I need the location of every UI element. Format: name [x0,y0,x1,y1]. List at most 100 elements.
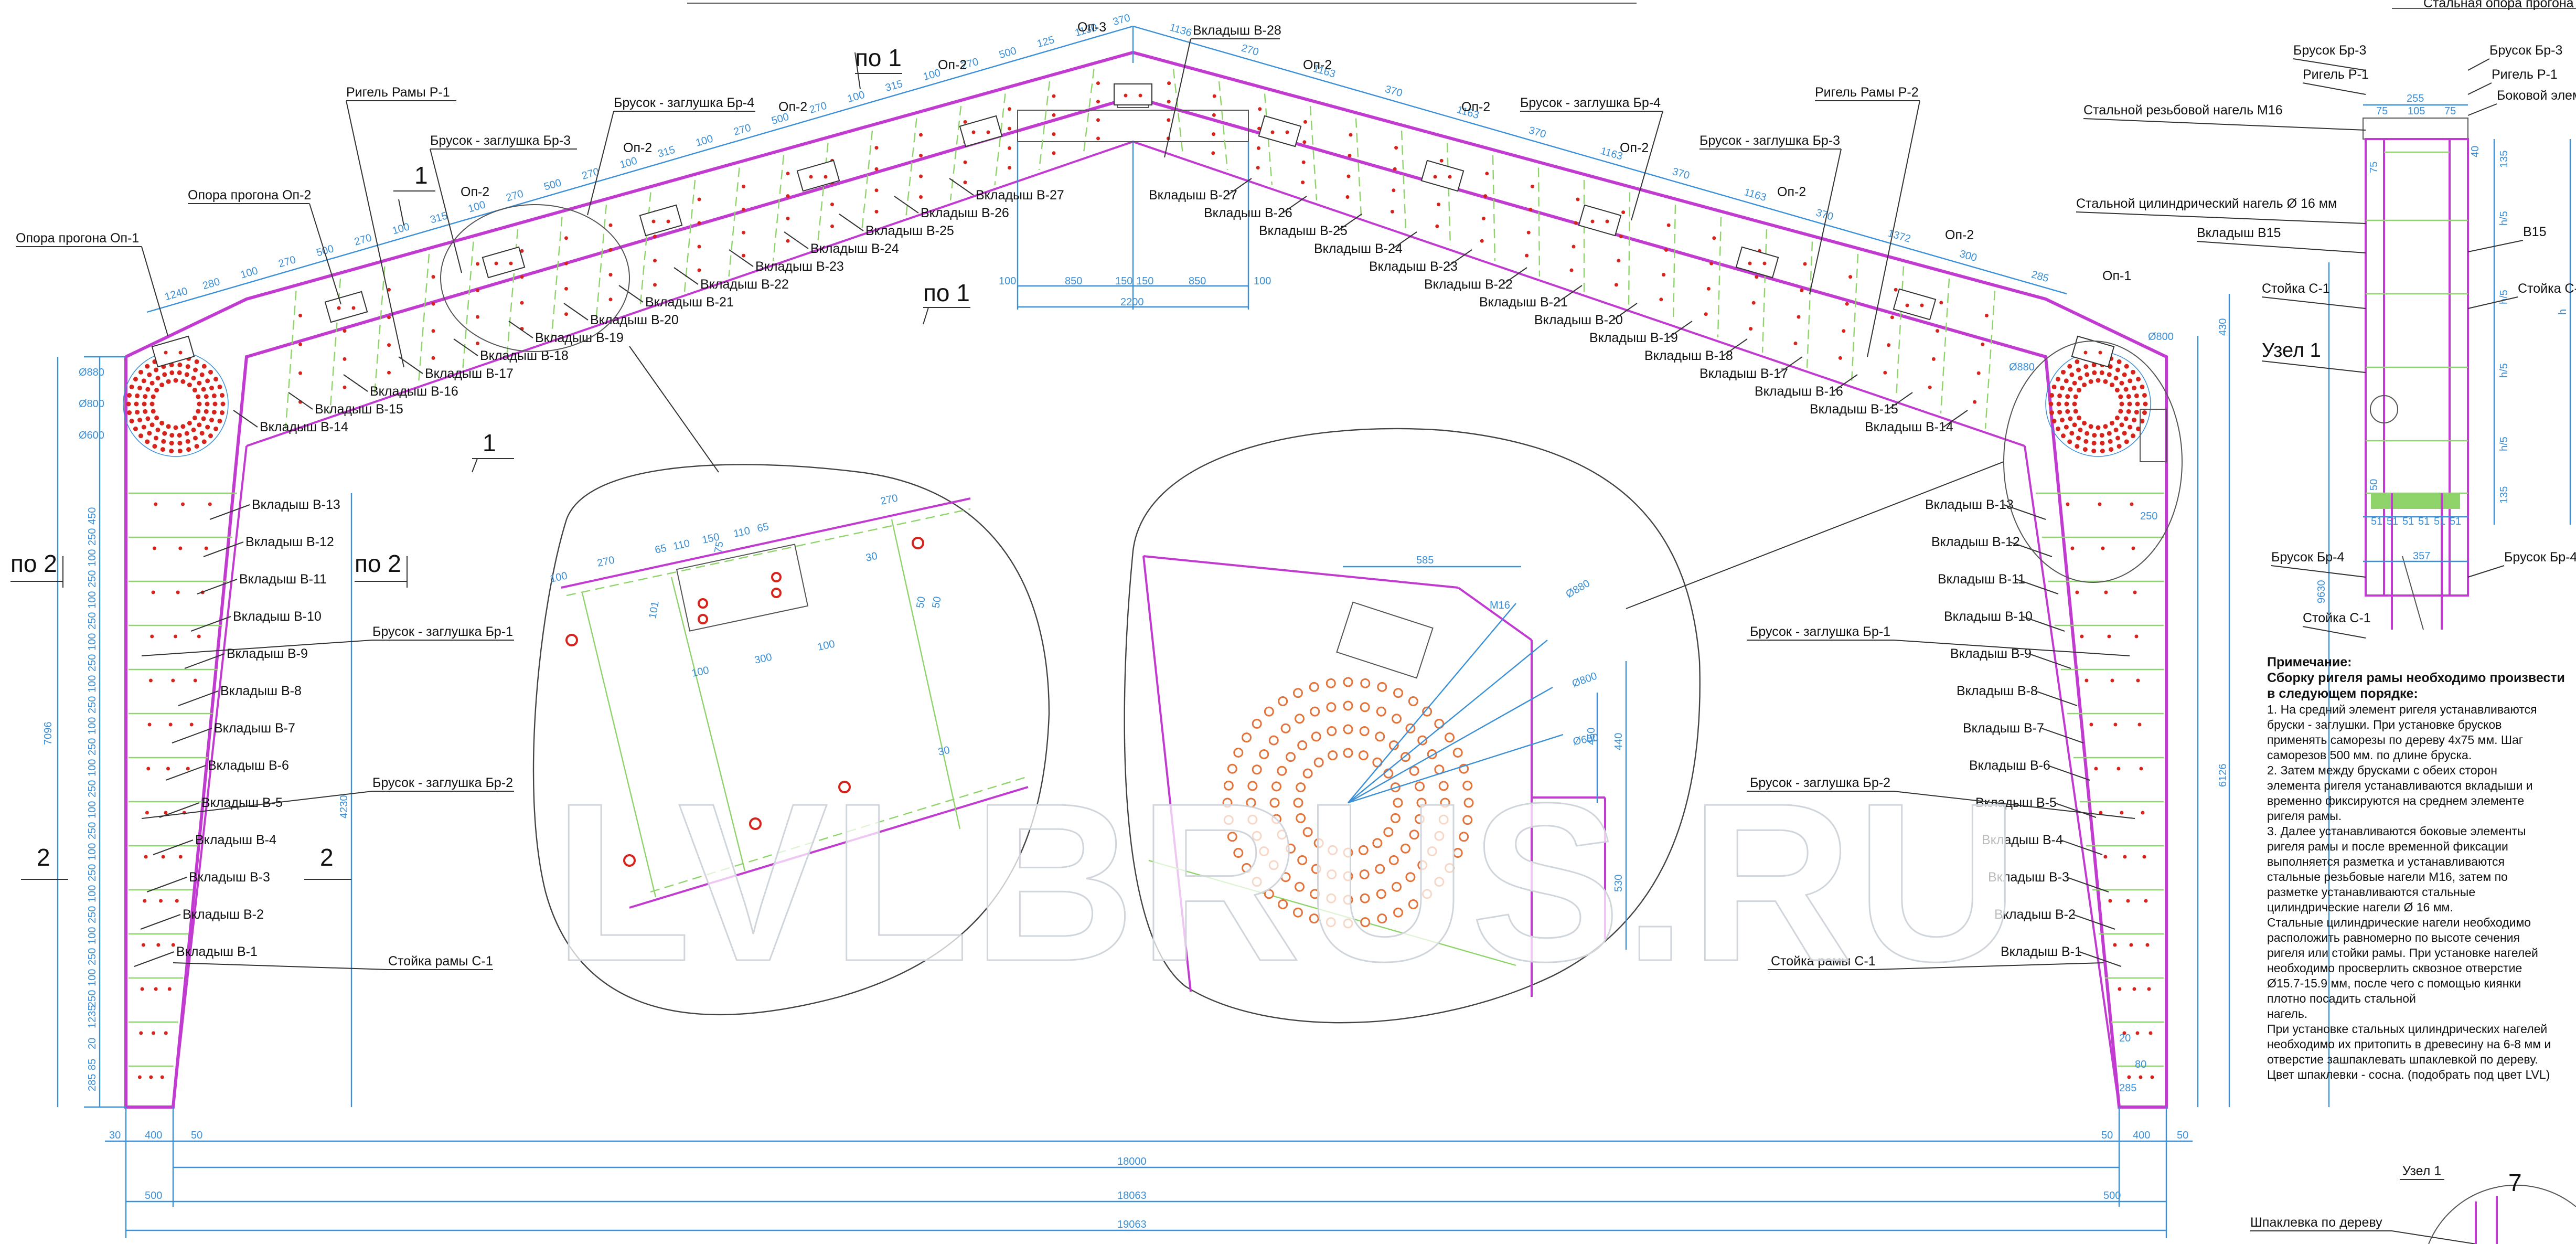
leader [894,196,919,214]
roof-insert-label-right: Вкладыш В-19 [1589,331,1678,345]
rafter-insert-line [551,217,563,338]
dowel [1390,209,1394,214]
dowel [199,431,205,436]
rafter-insert-line [861,130,873,231]
leader [1833,374,1858,392]
section-1-b: 1 [483,429,496,456]
right-annotations: Оп-2 Оп-2 Брусок - заглушка Бр-4 Ригель … [1303,58,2131,357]
dowel [2122,431,2127,436]
leader [2261,360,2366,373]
dowel [1890,315,1894,320]
leader [2035,690,2078,706]
dowel [127,392,132,398]
node-label: Брусок Бр-4 [2271,550,2344,565]
dowel [169,370,175,375]
dowel-ring-marker [1233,747,1244,758]
dowel [2136,377,2141,382]
dowel [2055,426,2060,431]
ridge-dim-2: 150 [1115,275,1132,287]
dowel [2149,1031,2153,1035]
bottom-dim-19063: 19063 [1117,1219,1147,1230]
dowel-ring-marker [1438,781,1449,791]
dowel [154,415,159,420]
dowel [1052,94,1056,98]
leader [839,214,864,231]
dowel [2117,444,2122,449]
dowel-ring-marker [1242,863,1252,873]
dowel-ring-marker [1343,871,1353,881]
dowel [159,420,165,426]
label-br4-right: Брусок - заглушка Бр-4 [1520,95,1661,110]
column-insert-label-left: Вкладыш В-12 [245,535,334,549]
leader [140,914,181,930]
roof-insert-label-right: Вкладыш В-18 [1644,348,1733,363]
dowel-ring-marker [1302,827,1313,837]
dowel [608,297,613,302]
dowel [2072,401,2077,407]
dowel [151,590,155,594]
rafter-insert-line [949,105,962,201]
dowel [154,435,158,441]
label-rigel-r1: Ригель Рамы Р-1 [346,85,450,100]
dowel [185,439,190,444]
bottom-dim-18063: 18063 [1117,1190,1147,1202]
dowel-ring-marker [1343,677,1353,687]
dowel [2080,634,2084,639]
dowel [220,401,226,407]
label-br2-left: Брусок - заглушка Бр-2 [372,775,513,790]
notes-line: элемента ригеля устанавливаются вкладыши… [2267,779,2533,792]
leader [2196,241,2366,253]
dowel [786,194,790,198]
dowel [1480,239,1484,243]
dowel [1894,288,1898,292]
dowel [133,426,138,431]
dowel-ring-marker [1309,682,1319,692]
bolt [1905,303,1909,307]
node-label-right: Ригель Р-1 [2492,67,2558,82]
dowel [194,444,199,449]
dowel-ring-marker [1422,889,1433,899]
rafter-insert-line [817,143,829,247]
dowel [150,634,154,639]
dowel [1569,268,1574,272]
dowel [1303,120,1307,124]
leader [674,267,699,285]
dowel-ring-marker [1328,750,1338,761]
dowel-ring-marker [1311,864,1321,874]
column-insert-label-left: Вкладыш В-10 [233,609,322,624]
dowel [213,426,219,431]
dowel [2083,364,2089,369]
dowel [2055,377,2060,382]
leader [2467,82,2492,95]
dowel [1346,174,1351,178]
top-dim-left: 100 [846,89,866,105]
dowel [138,433,143,439]
dowel-ring-marker [1327,869,1337,879]
dowel [2131,546,2135,550]
ridge-dim-3: 150 [1136,275,1153,287]
column-insert-lines [129,492,2164,1079]
dowel [2064,424,2069,430]
notes-line: ригеля рамы и после временной фиксации [2267,839,2508,853]
dowel [1936,329,1940,333]
leader [1447,249,1472,267]
left-col-dim: 450 [87,507,98,525]
rafter-insert-line [418,253,430,384]
dowel [138,369,143,375]
dowel [2117,359,2122,364]
roof-insert-label-right: Вкладыш В-25 [1259,224,1348,238]
dowel [2123,387,2129,392]
dowel [963,160,967,164]
dowel [2068,387,2073,392]
dowel [1838,356,1842,360]
dowel [1256,166,1260,170]
bottom-dim-50-right-b: 50 [2177,1130,2188,1141]
dowel [742,184,745,188]
bottom-dim-30: 30 [109,1130,121,1141]
roof-insert-label-left: Вкладыш В-27 [976,188,1064,203]
dowel-ring-marker [1259,846,1269,856]
dowel-ring-marker [1343,700,1353,711]
purlin-support [959,115,1003,147]
